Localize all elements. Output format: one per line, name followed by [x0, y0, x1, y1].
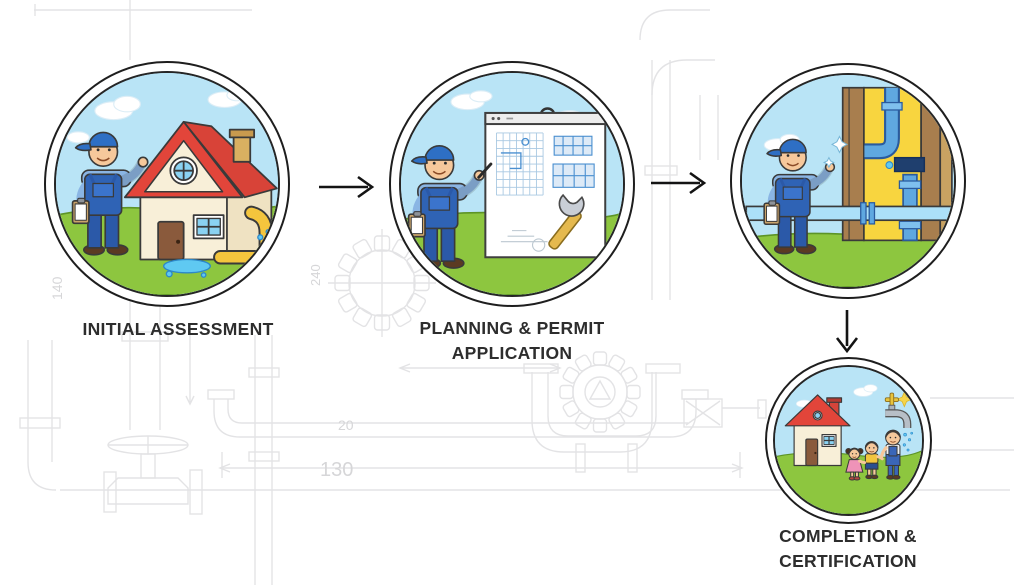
step-2-label: PLANNING & PERMIT APPLICATION: [419, 318, 605, 363]
bg-dim-130: 130: [320, 459, 353, 481]
water-drops: [902, 431, 914, 452]
arrow-down-icon: [835, 310, 859, 354]
step-4-label: COMPLETION & CERTIFICATION: [779, 526, 917, 571]
step-4-circle: [765, 357, 932, 524]
step-3-circle: [730, 63, 966, 299]
plumber-wall-pipes-illustration: [742, 75, 954, 287]
water-leak: [163, 229, 271, 278]
step-1-initial-assessment: [44, 61, 290, 307]
bg-dim-140: 140: [49, 276, 65, 300]
plumber-blueprint-illustration: [401, 73, 623, 295]
step-2-planning-permit: [389, 61, 635, 307]
sparkles: [822, 135, 849, 169]
sketch-lines: [500, 230, 548, 252]
pen: [477, 162, 493, 179]
step-4-completion-certification: [765, 357, 932, 524]
step-1-circle: [44, 61, 290, 307]
plan-tables: [552, 135, 595, 188]
house: [784, 394, 851, 467]
family: [845, 429, 901, 481]
bg-dim-20: 20: [338, 417, 354, 433]
step-2-circle: [389, 61, 635, 307]
step-1-label: INITIAL ASSESSMENT: [82, 319, 274, 339]
wrench: [548, 193, 585, 250]
faucet: [884, 391, 914, 452]
grid-plan: [496, 132, 544, 196]
step-3-pipe-inspection: [730, 63, 966, 299]
family-house-faucet-illustration: [775, 367, 922, 514]
plumber-house-leak-illustration: [56, 73, 278, 295]
bg-dim-240: 240: [308, 264, 323, 286]
blueprint-board: [484, 107, 607, 259]
arrow-right-icon: [651, 171, 707, 195]
arrow-right-icon: [319, 175, 375, 199]
